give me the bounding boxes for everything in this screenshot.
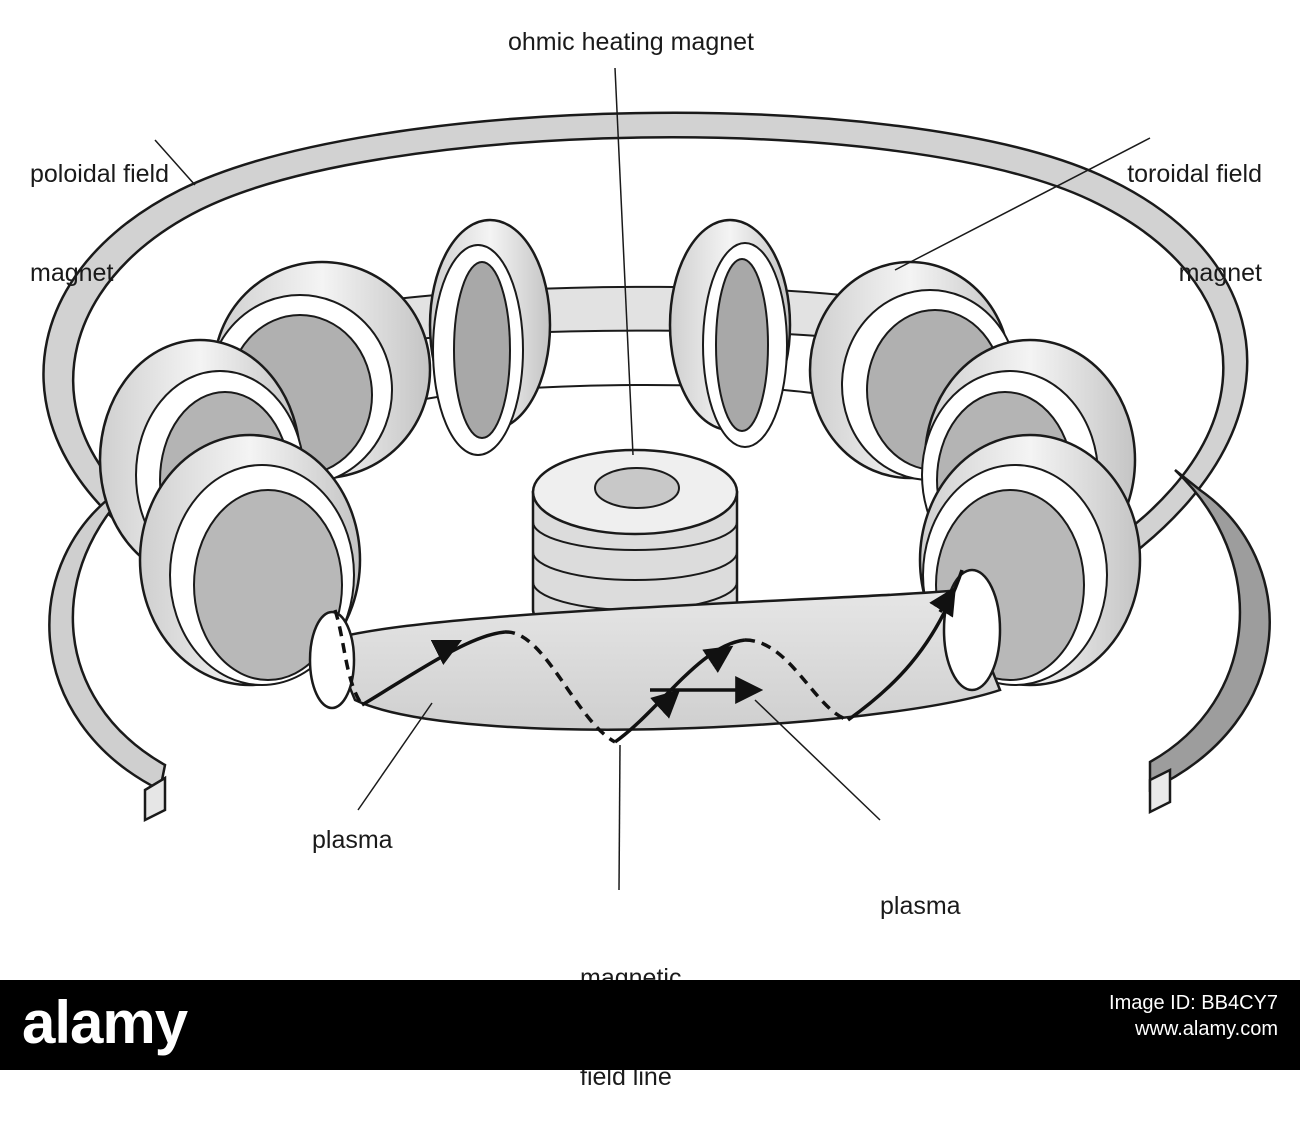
- label-poloidal-line1: poloidal field: [30, 160, 169, 188]
- label-plasma-current-line1: plasma: [880, 892, 961, 920]
- toroidal-coil: [428, 218, 552, 456]
- leader-plasma-current: [754, 699, 881, 821]
- leader-lines: [154, 67, 1151, 891]
- label-toroidal-line1: toroidal field: [1127, 160, 1262, 188]
- label-poloidal-line2: magnet: [30, 259, 114, 287]
- plasma-tube-front: [308, 568, 1002, 731]
- leader-toroidal: [894, 137, 1151, 271]
- image-id: Image ID: BB4CY7: [1109, 992, 1278, 1014]
- label-ohmic-heating-magnet: ohmic heating magnet: [508, 28, 754, 56]
- leader-field-line: [618, 744, 621, 891]
- leader-plasma: [357, 702, 433, 811]
- label-toroidal-line2: magnet: [1178, 259, 1262, 287]
- leader-ohmic: [614, 67, 634, 456]
- label-plasma: plasma: [312, 826, 393, 854]
- magnetic-field-line: [333, 569, 964, 744]
- brand-logo: alamy: [22, 989, 188, 1056]
- label-poloidal-field-magnet: poloidal field magnet: [30, 92, 169, 323]
- leader-poloidal: [154, 139, 196, 186]
- site-url: www.alamy.com: [1135, 1018, 1278, 1040]
- watermark-footer: alamy Image ID: BB4CY7 www.alamy.com: [0, 980, 1300, 1070]
- poloidal-field-magnet-lower: [48, 468, 1271, 823]
- ohmic-heating-magnet: [531, 448, 739, 640]
- toroidal-coil: [668, 218, 792, 448]
- toroidal-field-magnets: [98, 218, 1142, 687]
- toroidal-coil: [138, 433, 362, 687]
- tokamak-diagram: [42, 67, 1271, 891]
- image-id-block: Image ID: BB4CY7 www.alamy.com: [1109, 990, 1278, 1042]
- label-toroidal-field-magnet: toroidal field magnet: [1127, 92, 1262, 323]
